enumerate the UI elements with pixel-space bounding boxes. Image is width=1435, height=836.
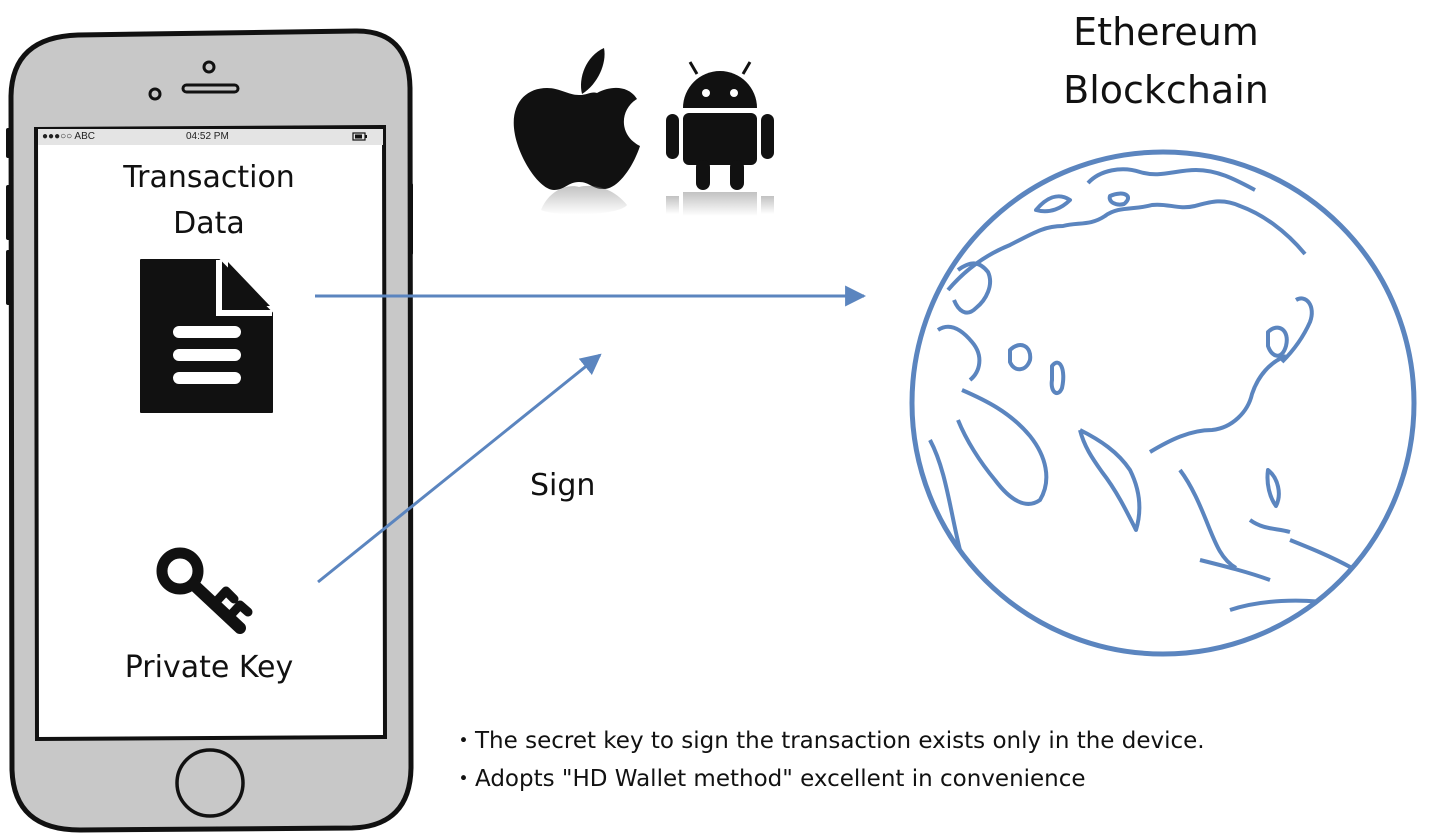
document-icon [140, 259, 273, 413]
note-line-1: ・The secret key to sign the transaction … [452, 728, 1205, 754]
apple-logo-icon [513, 48, 640, 215]
android-logo-icon [666, 61, 774, 216]
document-label-line1: Transaction [123, 160, 295, 195]
status-carrier: ●●●○○ ABC [42, 131, 95, 142]
battery-icon [352, 132, 367, 141]
key-icon [156, 547, 253, 634]
blockchain-title-line1: Ethereum [1073, 10, 1259, 54]
globe-outline [909, 149, 1417, 657]
status-bar [38, 129, 383, 145]
document-label-line2: Data [173, 206, 245, 241]
home-button[interactable] [175, 748, 245, 818]
phone-speaker [181, 83, 240, 94]
phone [6, 28, 414, 833]
note-line-2: ・Adopts "HD Wallet method" excellent in … [452, 766, 1086, 792]
phone-screen [33, 124, 388, 742]
sign-arrow [317, 353, 602, 584]
status-time: 04:52 PM [186, 131, 229, 142]
key-label: Private Key [124, 650, 294, 685]
globe-icon [909, 149, 1417, 657]
phone-camera [148, 87, 162, 101]
phone-camera [202, 60, 216, 74]
sign-label: Sign [530, 468, 596, 503]
blockchain-title-line2: Blockchain [1063, 68, 1269, 112]
